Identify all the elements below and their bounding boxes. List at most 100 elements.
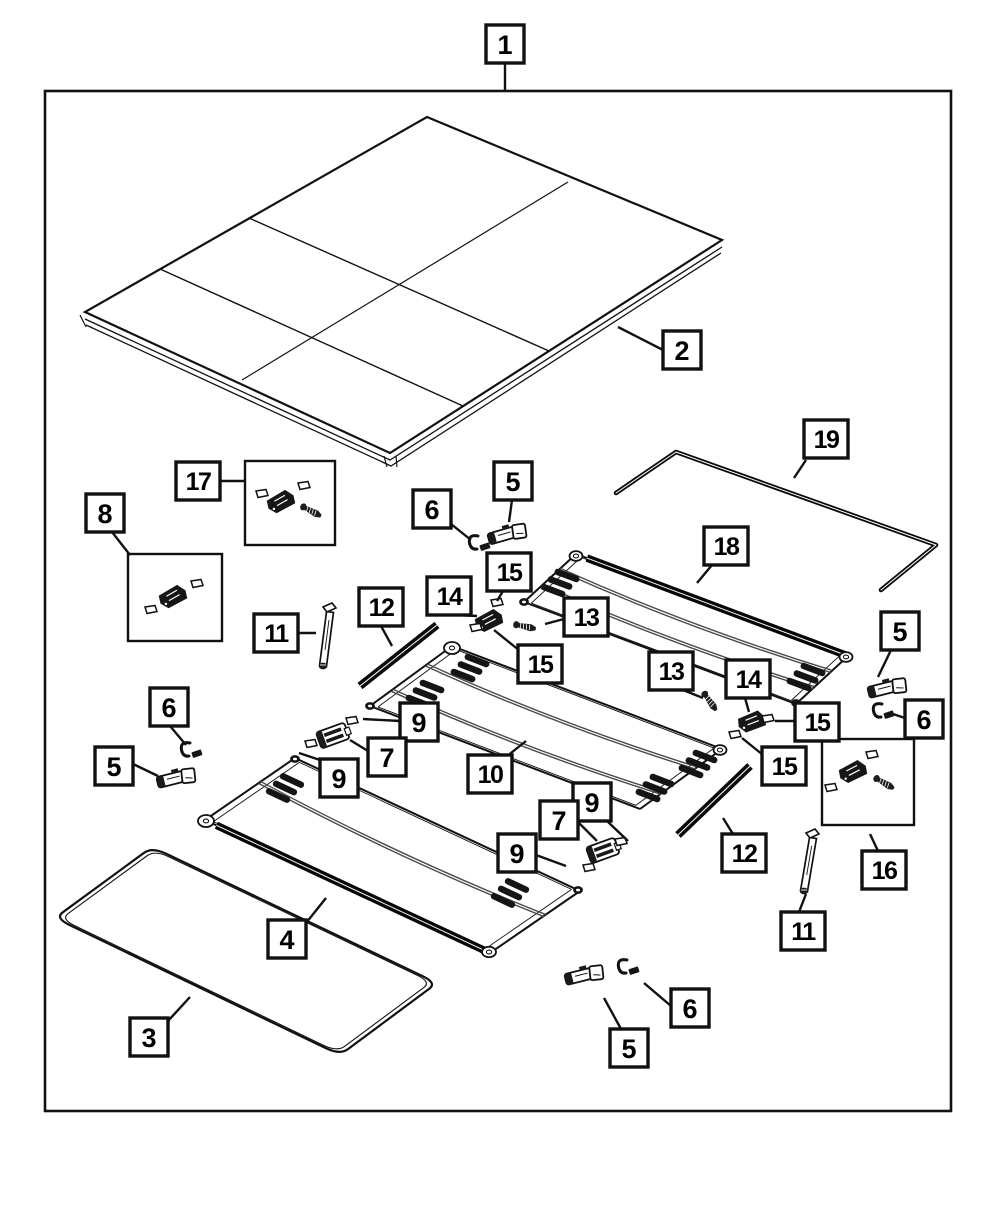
callout-leader-15 (493, 629, 521, 652)
callout-box-14[interactable] (425, 575, 473, 617)
callout-box-19[interactable] (802, 418, 850, 460)
callout-18[interactable]: 18 (696, 525, 750, 584)
callout-box-9[interactable] (318, 757, 360, 799)
callout-7[interactable]: 7 (538, 799, 598, 842)
callout-label-15: 15 (805, 709, 831, 737)
callout-17[interactable]: 17 (174, 460, 245, 502)
callout-8[interactable]: 8 (84, 492, 131, 556)
callout-2[interactable]: 2 (617, 325, 703, 371)
callout-box-11[interactable] (252, 612, 300, 654)
callout-box-8[interactable] (84, 492, 126, 534)
callout-6[interactable]: 6 (148, 686, 190, 746)
callout-box-5[interactable] (93, 745, 135, 787)
callout-label-6: 6 (424, 495, 439, 525)
callout-label-12: 12 (732, 840, 757, 868)
callout-box-15[interactable] (485, 551, 533, 593)
callout-leader-6 (169, 725, 187, 746)
callout-12[interactable]: 12 (720, 817, 768, 874)
callout-box-18[interactable] (702, 525, 750, 567)
hook-part-6-top (467, 534, 491, 551)
seal-pad-part-15 (614, 836, 628, 847)
callout-box-6[interactable] (903, 698, 945, 740)
callout-box-6[interactable] (669, 987, 711, 1029)
callout-box-7[interactable] (366, 736, 408, 778)
callout-14[interactable]: 14 (425, 575, 478, 618)
clamp-part-5-top (486, 522, 528, 545)
callout-box-6[interactable] (148, 686, 190, 728)
callout-9[interactable]: 9 (362, 701, 440, 743)
callout-box-12[interactable] (720, 832, 768, 874)
callout-4[interactable]: 4 (266, 897, 327, 960)
callout-11[interactable]: 11 (252, 612, 316, 654)
callout-box-16[interactable] (860, 849, 908, 891)
seal-strip-part-12-right (675, 763, 753, 838)
callout-6[interactable]: 6 (411, 488, 472, 541)
callout-15[interactable]: 15 (485, 551, 533, 602)
callout-box-15[interactable] (793, 701, 841, 743)
callout-box-5[interactable] (608, 1027, 650, 1069)
callout-box-10[interactable] (466, 753, 514, 795)
callout-1[interactable]: 1 (484, 23, 526, 91)
callout-label-5: 5 (892, 617, 907, 647)
callout-7[interactable]: 7 (349, 736, 408, 778)
callout-leader-6 (450, 523, 472, 541)
callout-15[interactable]: 15 (493, 629, 564, 685)
callout-9[interactable]: 9 (496, 832, 567, 874)
callout-box-5[interactable] (879, 610, 921, 652)
callout-box-9[interactable] (496, 832, 538, 874)
callout-box-9[interactable] (398, 701, 440, 743)
callout-box-2[interactable] (661, 329, 703, 371)
callout-label-14: 14 (437, 583, 463, 611)
callout-label-3: 3 (141, 1023, 156, 1053)
callout-14[interactable]: 14 (724, 658, 772, 713)
callout-label-2: 2 (674, 336, 689, 366)
callout-label-19: 19 (814, 426, 839, 454)
callout-19[interactable]: 19 (793, 418, 850, 479)
callout-box-13[interactable] (562, 596, 610, 638)
callout-box-15[interactable] (516, 643, 564, 685)
callout-10[interactable]: 10 (466, 740, 527, 795)
callout-label-4: 4 (279, 925, 294, 955)
callout-box-14[interactable] (724, 658, 772, 700)
callout-9[interactable]: 9 (298, 751, 360, 799)
seal-pad-part-15 (469, 622, 483, 633)
callout-label-6: 6 (161, 693, 176, 723)
callout-6[interactable]: 6 (643, 982, 711, 1029)
callout-box-11[interactable] (779, 910, 827, 952)
clamp-part-5-right (866, 677, 908, 699)
callout-leader-14 (743, 697, 751, 713)
callout-5[interactable]: 5 (876, 610, 921, 678)
callout-box-17[interactable] (174, 460, 222, 502)
callout-11[interactable]: 11 (779, 893, 827, 952)
callout-16[interactable]: 16 (860, 833, 908, 891)
callout-box-5[interactable] (492, 460, 534, 502)
callout-5[interactable]: 5 (93, 745, 159, 787)
callout-5[interactable]: 5 (602, 997, 650, 1069)
callout-15[interactable]: 15 (741, 737, 808, 787)
seal-strip-part-12-left (357, 621, 440, 690)
seal-pad-part-15 (190, 578, 204, 589)
kit-clip-part-17 (266, 489, 296, 514)
callout-5[interactable]: 5 (492, 460, 534, 523)
callout-3[interactable]: 3 (128, 996, 191, 1058)
callout-6[interactable]: 6 (892, 698, 945, 740)
callout-15[interactable]: 15 (775, 701, 841, 743)
callout-box-1[interactable] (484, 23, 526, 65)
callout-12[interactable]: 12 (357, 586, 405, 647)
callout-label-1: 1 (497, 30, 512, 60)
callout-box-3[interactable] (128, 1016, 170, 1058)
clamp-part-5-left (155, 767, 197, 789)
callout-box-15[interactable] (760, 745, 808, 787)
callout-label-13: 13 (659, 658, 684, 686)
kit-screw-part-17 (300, 503, 322, 518)
callout-13[interactable]: 13 (647, 650, 704, 700)
callout-leader-4 (305, 897, 327, 924)
callout-box-4[interactable] (266, 918, 308, 960)
callout-box-12[interactable] (357, 586, 405, 628)
callout-box-13[interactable] (647, 650, 695, 692)
callout-box-7[interactable] (538, 799, 580, 841)
callout-13[interactable]: 13 (544, 596, 610, 638)
callout-box-6[interactable] (411, 488, 453, 530)
callout-label-6: 6 (916, 705, 931, 735)
